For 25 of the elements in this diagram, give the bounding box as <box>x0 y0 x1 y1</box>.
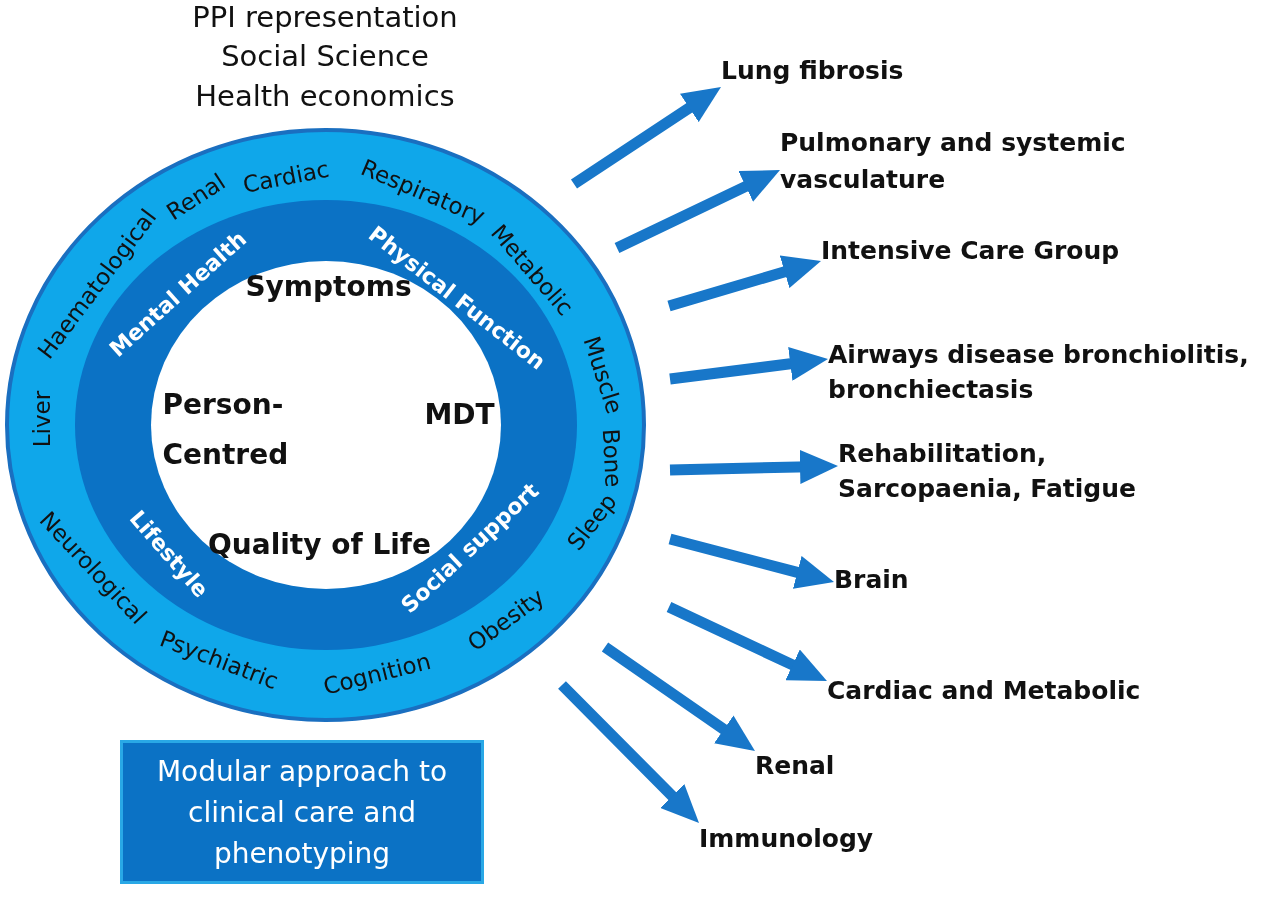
arrow <box>669 346 829 385</box>
ring-label: Cognition <box>320 647 434 701</box>
topic-label: Rehabilitation, Sarcopaenia, Fatigue <box>838 436 1156 506</box>
header-text: PPI representation <box>192 1 458 35</box>
topic-label: Cardiac and Metabolic <box>827 675 1141 707</box>
ring-label: Muscle <box>578 333 628 417</box>
topic-label: Lung fibrosis <box>721 55 904 87</box>
arrow <box>667 255 823 312</box>
center-label: MDT <box>424 398 495 432</box>
topic-label: Intensive Care Group <box>821 235 1120 267</box>
center-label: Quality of Life <box>208 528 431 561</box>
arrow <box>669 449 839 484</box>
topic-label: Immunology <box>699 823 874 855</box>
topic-label: Brain <box>834 564 909 596</box>
topic-label: Pulmonary and systemic vasculature <box>780 124 1142 198</box>
ring-label: Cardiac <box>240 155 332 199</box>
topic-label: Airways disease bronchiolitis, bronchiectasis <box>828 337 1273 407</box>
ring-label: Bone <box>597 428 627 488</box>
center-label: Person-Centred <box>162 387 290 473</box>
header-text: Social Science <box>221 40 429 74</box>
header-text: Health economics <box>195 80 455 114</box>
arrow <box>668 533 836 589</box>
ring-label: Liver <box>28 390 56 448</box>
note-box: Modular approach to clinical care and phenotyping <box>120 740 484 884</box>
topic-label: Renal <box>755 750 835 782</box>
